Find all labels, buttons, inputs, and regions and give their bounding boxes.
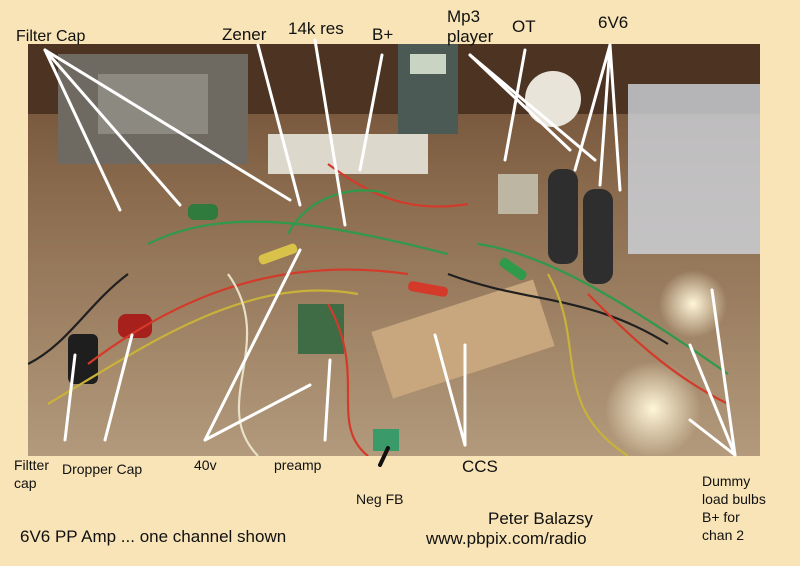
caption-author: Peter Balazsy: [488, 509, 593, 528]
label-dummy-line2: load bulbs: [702, 491, 766, 507]
label-dropper-cap: Dropper Cap: [62, 461, 143, 477]
label-b-plus: B+: [372, 25, 394, 44]
label-filter-cap-lower-line1: Filtter: [14, 457, 49, 473]
label-dummy-line4: chan 2: [702, 527, 745, 543]
label-ot: OT: [512, 17, 536, 36]
label-zener: Zener: [222, 25, 267, 44]
amp-workbench-photo: [28, 44, 760, 456]
label-mp3-line1: Mp3: [447, 7, 481, 26]
label-40v: 40v: [194, 457, 217, 473]
label-ccs: CCS: [462, 457, 498, 476]
label-mp3-line2: player: [447, 27, 494, 46]
label-preamp: preamp: [274, 457, 322, 473]
label-6v6: 6V6: [598, 13, 629, 32]
caption-url: www.pbpix.com/radio: [426, 529, 587, 548]
label-dummy-line3: B+ for: [702, 509, 740, 525]
label-neg-fb: Neg FB: [356, 491, 404, 507]
label-dummy-line1: Dummy: [702, 473, 751, 489]
label-14k-res: 14k res: [288, 19, 344, 38]
label-filter-cap-lower-line2: cap: [14, 475, 37, 491]
label-filter-cap: Filter Cap: [16, 28, 86, 45]
caption-title: 6V6 PP Amp ... one channel shown: [20, 527, 287, 546]
